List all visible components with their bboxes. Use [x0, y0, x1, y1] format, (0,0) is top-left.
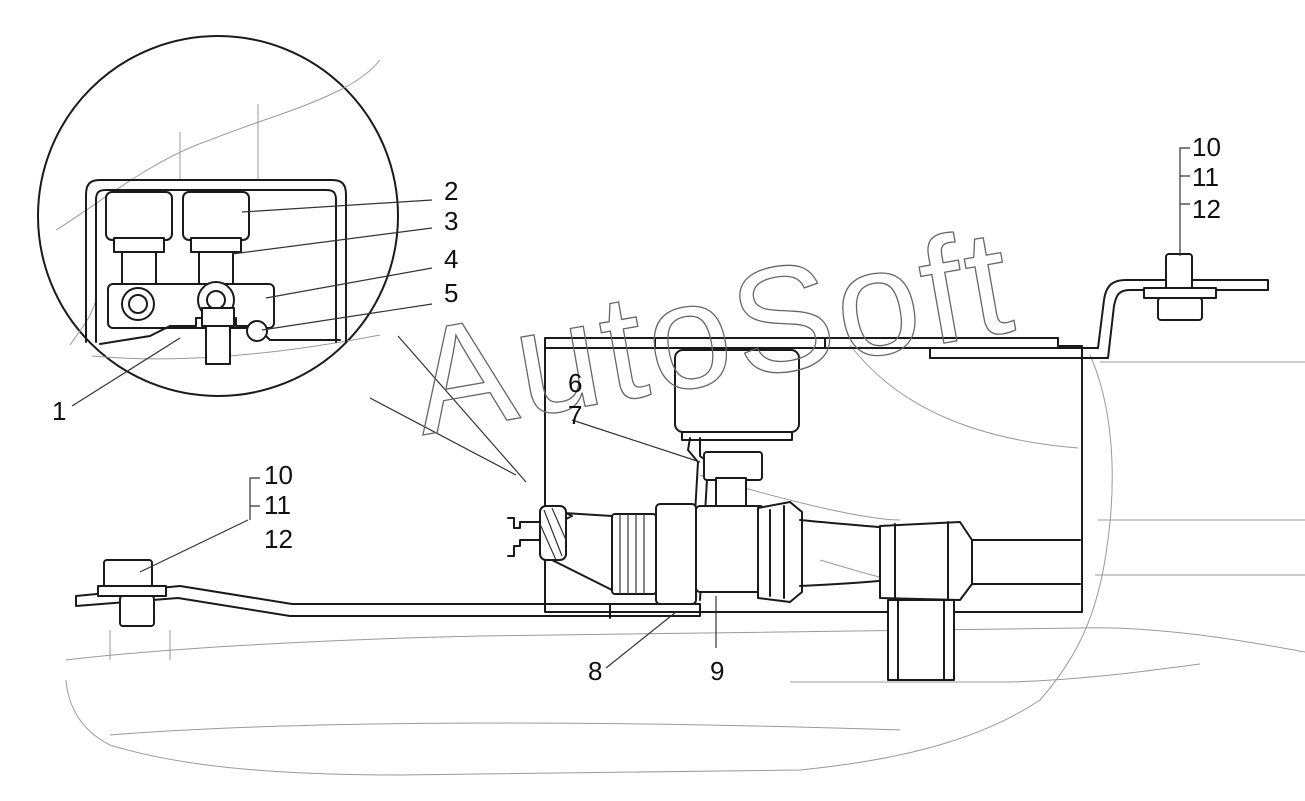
bracket-left: [75, 559, 701, 627]
callout-11-right: 11: [1192, 162, 1219, 192]
valve-assembly: [507, 349, 803, 605]
callout-9: 9: [710, 656, 724, 686]
coil-collar-left: [113, 237, 165, 253]
valve-nut: [703, 451, 763, 481]
hose-fitting: [799, 519, 1081, 681]
nut-left: [119, 595, 155, 627]
callout-12-left: 12: [264, 524, 293, 554]
nut-detail: [201, 307, 235, 327]
valve-body: [695, 505, 765, 593]
threaded-inlet: [611, 513, 657, 595]
valve-stem: [715, 477, 747, 509]
hose-nut: [879, 521, 973, 601]
washer-right: [1143, 287, 1217, 299]
coil-collar-right: [190, 237, 242, 253]
fitting-right-inner: [206, 290, 226, 310]
callout-3: 3: [444, 206, 458, 236]
callout-7: 7: [568, 400, 582, 430]
callout-8: 8: [588, 656, 602, 686]
detail-magnifier: [37, 35, 399, 397]
fitting-left-inner: [128, 294, 148, 314]
bracket-right: [929, 253, 1269, 359]
callout-11-left: 11: [264, 490, 291, 520]
callout-2: 2: [444, 176, 458, 206]
bolt-left: [103, 559, 153, 589]
coil-stem-right: [198, 251, 234, 287]
callout-6: 6: [568, 368, 582, 398]
coil-stem-left: [121, 251, 157, 287]
callout-5: 5: [444, 278, 458, 308]
screw-detail: [246, 320, 268, 342]
callout-4: 4: [444, 244, 458, 274]
callout-1: 1: [52, 396, 66, 426]
flange-plate: [655, 503, 697, 605]
callout-10-left: 10: [264, 460, 293, 490]
washer-left: [97, 585, 167, 597]
callout-leaders: [71, 147, 1190, 669]
nut-right: [1157, 297, 1203, 321]
coil-left: [105, 191, 173, 241]
callout-10-right: 10: [1192, 132, 1221, 162]
detail-leader-lines: [369, 335, 527, 483]
bolt-right: [1165, 253, 1193, 291]
background-outlines: [65, 344, 1305, 776]
valve-hex-outlet: [757, 501, 803, 603]
callout-12-right: 12: [1192, 194, 1221, 224]
bolt-detail: [205, 325, 231, 365]
coil-right: [182, 191, 250, 241]
